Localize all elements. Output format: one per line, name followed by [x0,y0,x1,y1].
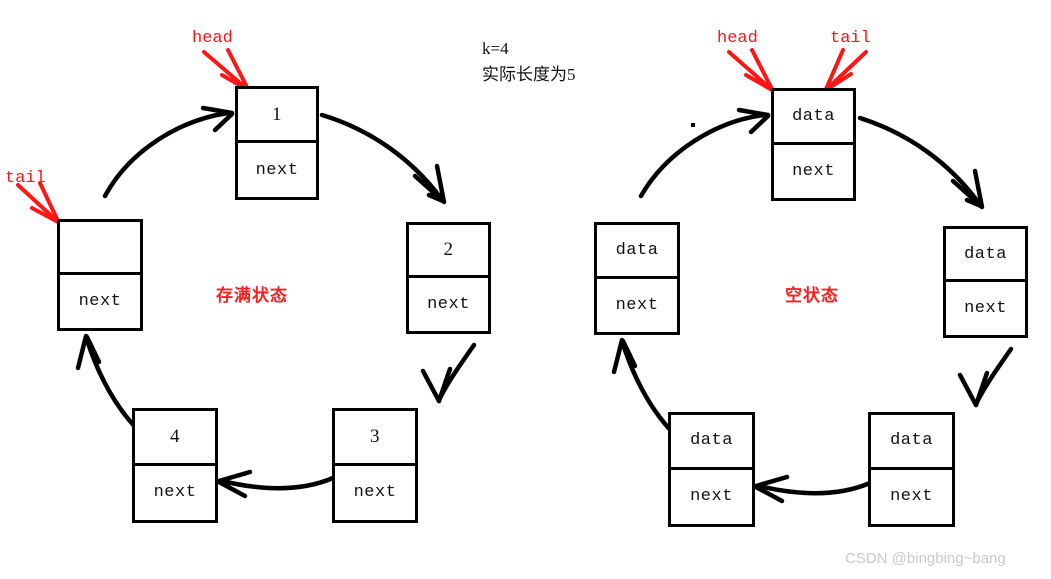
left-node-1-next: next [255,160,299,180]
pointer-arrow-left-head-barb1 [226,48,250,91]
right-state-label: 空状态 [785,286,839,305]
right-node-bottom-right: data next [868,412,955,527]
arrow-node1-to-node2 [319,112,443,200]
left-node-2: 2 next [406,222,491,334]
left-state-label: 存满状态 [216,286,288,305]
right-node-bottom-right-next: next [890,487,933,507]
right-node-bottom-left: data next [668,412,755,527]
left-tail-label: tail [5,169,46,188]
right-node-bottom-right-data: data [871,415,952,470]
left-node-3-data: 3 [335,411,415,466]
arrow-tail-to-node1 [102,110,231,199]
arrowhead-rbr-to-rbl-a [753,474,790,489]
right-node-top-data: data [774,91,853,145]
right-node-top-next: next [792,161,835,181]
arrowhead-rtop-to-rright-b [964,197,984,209]
ink-dot [691,123,695,127]
arrowhead-rleft-to-rtop-b [748,113,771,135]
arrow-node2-to-node3 [437,342,477,401]
right-node-bottom-left-data: data [671,415,752,470]
right-node-left-next: next [615,295,659,315]
arrowhead-node2-to-node3-a [420,368,442,404]
right-node-top: data next [771,88,856,201]
arrowhead-rbr-to-rbl-b [753,484,785,504]
left-node-2-next: next [427,295,470,314]
left-node-1: 1 next [235,86,319,200]
pointer-arrow-right-tail-shaft [826,50,868,90]
arrowhead-tail-to-node1-a [200,105,235,116]
right-node-left: data next [594,222,680,335]
left-node-4: 4 next [132,408,218,523]
arrowhead-rleft-to-rtop-a [736,107,771,118]
pointer-arrow-left-head-shaft [202,50,248,90]
watermark: CSDN @bingbing~bang [845,550,1006,567]
arrowhead-node1-to-node2-b [426,192,446,204]
left-node-4-next: next [153,483,197,503]
left-node-tail-next: next [78,292,122,311]
left-node-4-data: 4 [135,411,215,466]
arrowhead-rtop-to-rright-a [950,178,984,209]
arrow-rright-to-rbr [974,346,1014,405]
left-node-1-data: 1 [238,89,316,143]
right-node-bottom-left-next: next [690,487,733,507]
left-node-3-next: next [353,483,397,503]
left-node-2-data: 2 [409,225,488,278]
pointer-arrow-right-head-barb2 [744,73,774,92]
left-head-label: head [192,29,233,48]
arrowhead-node4-to-tail-a [75,333,89,371]
left-node-tail: next [57,219,143,331]
pointer-arrow-left-tail-barb1 [38,181,60,223]
pointer-arrow-left-tail-barb2 [30,206,60,224]
arrowhead-rtop-to-rright-c [972,168,985,210]
left-node-tail-data [60,222,140,275]
arrowhead-tail-to-node1-b [212,111,235,133]
arrowhead-rright-to-rbr-b [973,370,990,408]
arrow-rbr-to-rbl [756,480,873,496]
right-node-right: data next [943,226,1028,338]
note-line-2: 实际长度为5 [482,65,576,84]
arrowhead-rright-to-rbr-a [957,372,979,408]
arrowhead-node1-to-node2-a [412,173,446,204]
right-node-left-data: data [597,225,677,279]
right-head-label: head [717,29,758,48]
arrow-node3-to-node4 [219,475,336,491]
arrow-rleft-to-rtop [638,112,767,199]
arrowhead-node3-to-node4-b [216,479,248,499]
arrow-rtop-to-rright [857,115,981,205]
arrowhead-node1-to-node2-c [434,163,447,205]
note-line-1: k=4 [482,39,509,58]
arrowhead-node3-to-node4-a [216,469,253,484]
arrowhead-node2-to-node3-b [436,366,453,404]
arrowhead-rbl-to-rleft-a [611,337,625,375]
right-node-right-data: data [946,229,1025,282]
arrowhead-rbl-to-rleft-b [620,338,638,369]
left-node-3: 3 next [332,408,418,523]
pointer-arrow-right-head-barb1 [750,48,774,91]
pointer-arrow-left-tail-shaft [16,183,58,222]
right-node-right-next: next [964,299,1007,318]
right-tail-label: tail [830,29,871,48]
arrowhead-node4-to-tail-b [84,334,102,365]
pointer-arrow-right-head-shaft [727,50,772,90]
pointer-arrow-right-tail-barb1 [824,48,845,91]
